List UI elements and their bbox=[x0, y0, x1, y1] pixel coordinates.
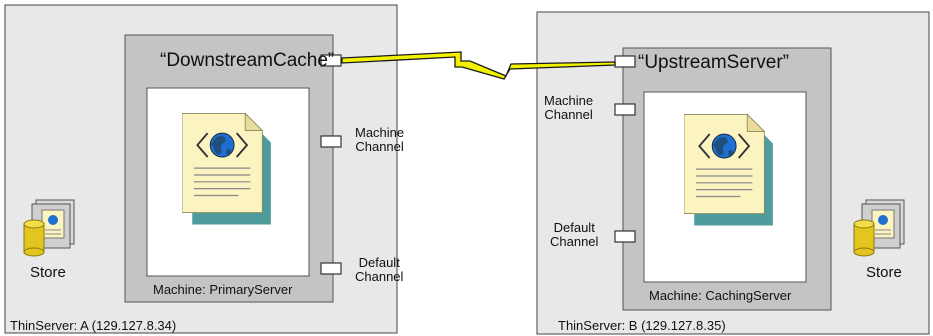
machine-a-label: Machine: PrimaryServer bbox=[153, 282, 293, 297]
store-b-label: Store bbox=[866, 264, 902, 281]
machine-b-label: Machine: CachingServer bbox=[649, 288, 792, 303]
connector-a-port[interactable] bbox=[320, 54, 342, 67]
connector-a-label: “DownstreamCache” bbox=[160, 50, 335, 71]
default-channel-a-port[interactable] bbox=[320, 262, 342, 275]
server-b-label: ThinServer: B (129.127.8.35) bbox=[558, 318, 726, 333]
default-channel-a-label: Default Channel bbox=[355, 255, 404, 284]
lightning-bolt-icon bbox=[341, 51, 616, 80]
machine-channel-b-label: Machine Channel bbox=[544, 93, 594, 122]
default-channel-b-label: Default Channel bbox=[550, 220, 599, 249]
machine-channel-b-port[interactable] bbox=[614, 103, 636, 116]
document-b-icon bbox=[684, 113, 774, 227]
store-a-label: Store bbox=[30, 264, 66, 281]
machine-channel-a-port[interactable] bbox=[320, 135, 342, 148]
store-a-icon bbox=[23, 199, 75, 257]
server-a-label: ThinServer: A (129.127.8.34) bbox=[10, 318, 177, 333]
connector-b-label: “UpstreamServer” bbox=[638, 52, 789, 73]
store-b-icon bbox=[853, 199, 905, 257]
default-channel-b-port[interactable] bbox=[614, 230, 636, 243]
machine-channel-a-label: Machine Channel bbox=[355, 125, 405, 154]
document-a-icon bbox=[182, 112, 272, 226]
connector-b-port[interactable] bbox=[614, 55, 636, 68]
